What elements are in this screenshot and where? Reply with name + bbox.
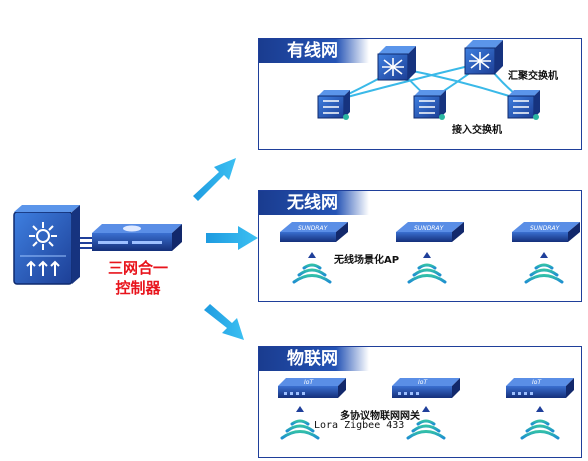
aggregation-switch-label: 汇聚交换机	[508, 71, 558, 82]
aggregation-switch-icon	[377, 46, 416, 81]
access-switch-label: 接入交换机	[452, 125, 502, 136]
wifi-signal-icon	[292, 252, 332, 284]
wireless-ap-icon: SUNDRAY	[280, 222, 348, 242]
arrow-to-wireless	[206, 226, 258, 250]
arrow-to-iot	[204, 304, 244, 340]
arrow-to-wired	[193, 158, 236, 201]
uplink-connector	[80, 237, 93, 249]
core-switch-icon	[13, 205, 80, 285]
ap-brand-text: SUNDRAY	[414, 225, 445, 232]
access-switch-icon	[507, 90, 540, 120]
gateway-label: 多协议物联网网关	[340, 411, 420, 422]
iot-gateway-icon: IoT	[392, 378, 460, 398]
access-switch-icon	[317, 90, 350, 120]
wifi-signal-icon	[524, 252, 564, 284]
ap-label: 无线场景化AP	[334, 255, 400, 266]
access-switch-icon	[413, 90, 446, 120]
gateway-text: IoT	[304, 379, 314, 386]
gateway-text: IoT	[532, 379, 542, 386]
gateway-text: IoT	[418, 379, 428, 386]
iot-gateway-icon: IoT	[278, 378, 346, 398]
ap-brand-text: SUNDRAY	[530, 225, 561, 232]
ap-brand-text: SUNDRAY	[298, 225, 329, 232]
wireless-ap-icon: SUNDRAY	[512, 222, 580, 242]
wifi-signal-icon	[407, 252, 447, 284]
controller-label-line1: 三网合一	[107, 259, 168, 277]
wireless-ap-icon: SUNDRAY	[396, 222, 464, 242]
iot-gateway-icon: IoT	[506, 378, 574, 398]
iot-signal-icon	[280, 406, 320, 440]
iot-signal-icon	[520, 406, 560, 440]
controller-label: 三网合一 控制器	[98, 258, 178, 298]
protocol-label: Lora Zigbee 433	[314, 420, 405, 431]
iot-signal-icon	[406, 406, 446, 440]
controller-label-line2: 控制器	[115, 279, 161, 297]
aggregation-switch-icon	[464, 40, 503, 75]
controller-device-icon	[92, 224, 182, 251]
